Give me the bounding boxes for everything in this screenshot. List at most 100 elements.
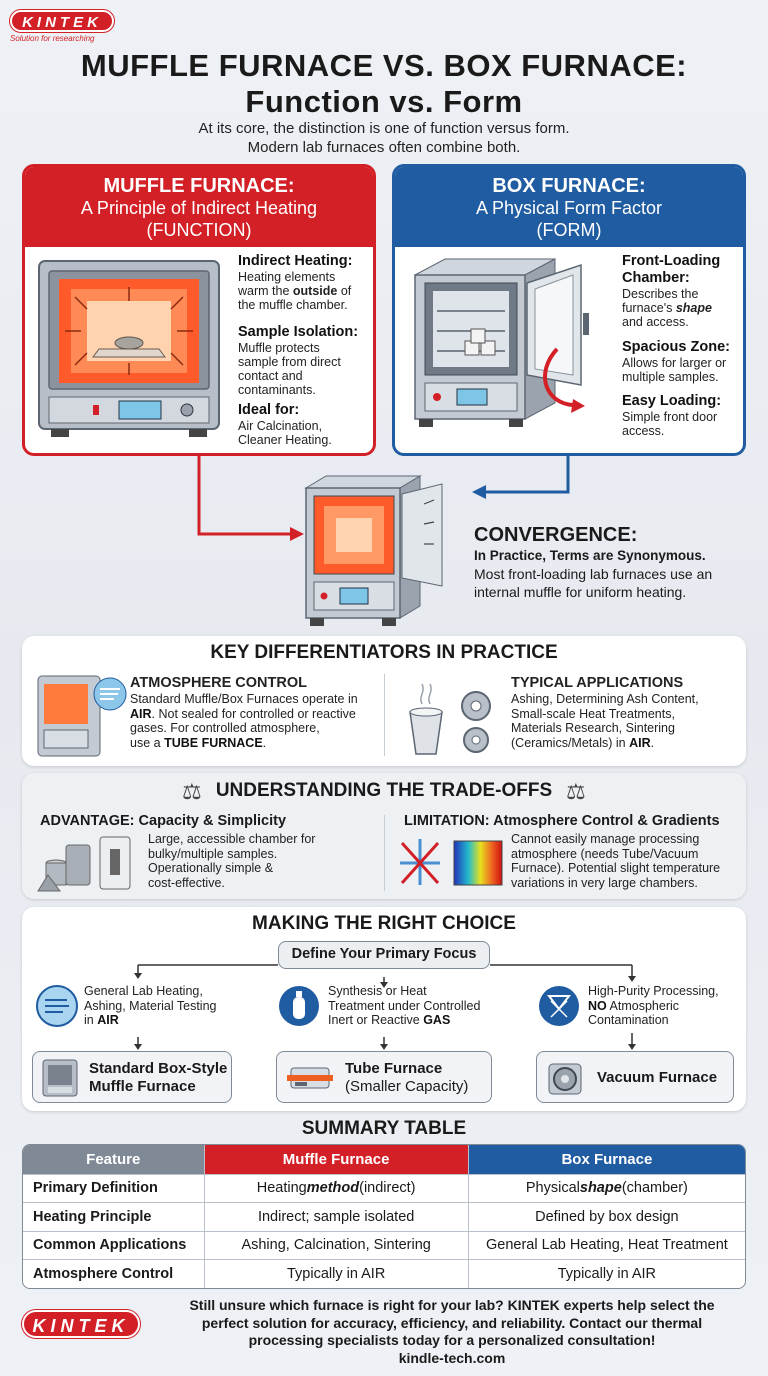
feature-text: and access. xyxy=(622,315,689,329)
muffle-furnace-panel: MUFFLE FURNACE: A Principle of Indirect … xyxy=(22,164,376,456)
convergence-title: CONVERGENCE: xyxy=(474,524,638,546)
applications-text-bold: AIR xyxy=(629,735,651,750)
feature-text: Heating elements xyxy=(238,270,336,284)
result-label: Standard Box-Style Muffle Furnace xyxy=(89,1060,227,1096)
muffle-heading: MUFFLE FURNACE: xyxy=(103,175,295,197)
gas-cylinder-icon xyxy=(279,986,319,1026)
atmosphere-text: use a TUBE FURNACE. xyxy=(130,736,392,751)
table-row: Primary Definition Heating method (indir… xyxy=(23,1173,745,1202)
limitation-title: LIMITATION: Atmosphere Control & Gradien… xyxy=(404,813,720,829)
feature-text: sample from direct xyxy=(238,355,341,369)
convergence-text: In Practice, Terms are Synonymous. xyxy=(474,548,706,563)
feature-text-bold: shape xyxy=(675,301,712,315)
atmosphere-text-part: . Not sealed for controlled or reactive xyxy=(151,706,356,721)
primary-focus-box: Define Your Primary Focus xyxy=(278,941,490,969)
page-title: MUFFLE FURNACE VS. BOX FURNACE: Function… xyxy=(0,48,768,120)
feature-title: Easy Loading: xyxy=(622,393,722,409)
limitation-line: Cannot easily manage processing xyxy=(511,832,700,846)
combined-furnace-illustration xyxy=(304,475,443,626)
footer-line: processing specialists today for a perso… xyxy=(248,1332,656,1348)
feature-title: Sample Isolation: xyxy=(238,324,359,340)
applications-text: (Ceramics/Metals) in AIR. xyxy=(511,736,743,751)
feature-title: Front-Loading xyxy=(622,253,721,269)
limitation-line: Furnace). Potential slight temperature xyxy=(511,861,721,875)
advantage-line: Large, accessible chamber for xyxy=(148,832,316,846)
convergence-arrows xyxy=(197,456,570,541)
feature-text: multiple samples. xyxy=(622,370,719,384)
choice-vacuum-text: High-Purity Processing, NO Atmospheric C… xyxy=(588,984,738,1028)
typical-applications-title: TYPICAL APPLICATIONS xyxy=(511,675,684,691)
box-furnace-panel: BOX FURNACE: A Physical Form Factor (FOR… xyxy=(392,164,746,456)
feature-title: Spacious Zone: xyxy=(622,339,730,355)
advantage-line: Operationally simple & xyxy=(148,861,274,875)
choice-line-bold: GAS xyxy=(423,1013,451,1027)
feature-text: the muffle chamber. xyxy=(238,298,348,312)
applications-text: Materials Research, Sintering xyxy=(511,721,675,735)
atmosphere-text-part: . xyxy=(262,735,267,750)
result-line: Tube Furnace xyxy=(345,1060,443,1077)
table-row: Heating Principle Indirect; sample isola… xyxy=(23,1202,745,1231)
section-title: KEY DIFFERENTIATORS IN PRACTICE xyxy=(210,642,558,663)
cell-text-bold: shape xyxy=(579,1180,622,1197)
gradient-no-atmosphere-icon xyxy=(400,839,503,886)
atmosphere-control-title: ATMOSPHERE CONTROL xyxy=(130,675,307,691)
choice-connectors xyxy=(134,964,636,1050)
feature-text-part: of xyxy=(337,284,352,298)
footer-line: Still unsure which furnace is right for … xyxy=(189,1297,715,1313)
table-cell-muffle: Heating method (indirect) xyxy=(205,1174,469,1202)
applications-text-part: . xyxy=(650,735,655,750)
cell-text: (indirect) xyxy=(359,1180,416,1197)
muffle-subheading: A Principle of Indirect Heating xyxy=(80,198,318,218)
capacity-switch-icon xyxy=(37,836,131,892)
choice-line: General Lab Heating, xyxy=(84,984,203,998)
feature-text: furnace's shape xyxy=(622,301,743,315)
feature-text: warm the outside of xyxy=(238,284,373,298)
cell-text: (chamber) xyxy=(621,1180,688,1197)
feature-title: Indirect Heating: xyxy=(238,253,353,269)
applications-text-part: (Ceramics/Metals) in xyxy=(511,735,630,750)
table-row: Atmosphere Control Typically in AIR Typi… xyxy=(23,1259,745,1288)
choice-line: NO Atmospheric xyxy=(588,999,738,1014)
title-line-1: MUFFLE FURNACE VS. BOX FURNACE: xyxy=(80,48,688,83)
column-header-muffle: Muffle Furnace xyxy=(204,1145,469,1174)
atmosphere-text-part: use a xyxy=(130,735,165,750)
cell-text: Heating xyxy=(256,1180,307,1197)
choice-air-text: General Lab Heating, Ashing, Material Te… xyxy=(84,984,254,1028)
table-cell-box: Typically in AIR xyxy=(557,1265,657,1282)
result-box-muffle: Standard Box-Style Muffle Furnace xyxy=(32,1051,232,1103)
choice-line: Inert or Reactive GAS xyxy=(328,1013,506,1028)
tube-furnace-icon xyxy=(287,1067,333,1089)
box-panel-header: BOX FURNACE: A Physical Form Factor (FOR… xyxy=(395,167,743,247)
table-cell-feature: Primary Definition xyxy=(23,1174,205,1202)
feature-text: access. xyxy=(622,424,665,438)
limitation-line: variations in very large chambers. xyxy=(511,875,698,890)
convergence-text: internal muffle for uniform heating. xyxy=(474,584,687,600)
footer-url-link[interactable]: kindle-tech.com xyxy=(398,1349,506,1366)
box-label: (FORM) xyxy=(536,220,602,240)
page-subtitle: At its core, the distinction is one of f… xyxy=(0,119,768,157)
atmosphere-control-block: ATMOSPHERE CONTROL Standard Muffle/Box F… xyxy=(130,674,392,750)
muffle-feature-ideal: Ideal for: Air Calcination, Cleaner Heat… xyxy=(238,402,373,447)
right-choice-card: MAKING THE RIGHT CHOICE Define Your Prim… xyxy=(22,907,746,1111)
result-box-vacuum: Vacuum Furnace xyxy=(536,1051,734,1103)
column-header-box: Box Furnace xyxy=(468,1145,745,1174)
choice-line: in AIR xyxy=(84,1013,254,1028)
advantage-title: ADVANTAGE: Capacity & Simplicity xyxy=(40,813,287,829)
vacuum-furnace-icon xyxy=(548,1063,582,1095)
crucible-gears-icon xyxy=(409,683,491,755)
footer-line: perfect solution for accuracy, efficienc… xyxy=(201,1314,703,1331)
atmosphere-text: AIR. Not sealed for controlled or reacti… xyxy=(130,707,392,722)
result-line: Standard Box-Style xyxy=(89,1060,228,1077)
advantage-line: cost-effective. xyxy=(148,875,225,890)
result-label: Vacuum Furnace xyxy=(597,1069,718,1086)
feature-text: Allows for larger or xyxy=(622,356,727,370)
choice-line: Treatment under Controlled xyxy=(328,998,481,1013)
divider xyxy=(384,674,385,756)
logo-tagline: Solution for researching xyxy=(10,34,95,43)
table-cell-muffle: Ashing, Calcination, Sintering xyxy=(205,1231,469,1259)
result-box-tube: Tube Furnace (Smaller Capacity) xyxy=(276,1051,492,1103)
box-subheading: A Physical Form Factor xyxy=(475,198,663,218)
box-feature-easy-loading: Easy Loading: Simple front door access. xyxy=(622,393,743,438)
feature-text: contaminants. xyxy=(238,383,316,397)
air-flow-icon xyxy=(36,985,78,1027)
